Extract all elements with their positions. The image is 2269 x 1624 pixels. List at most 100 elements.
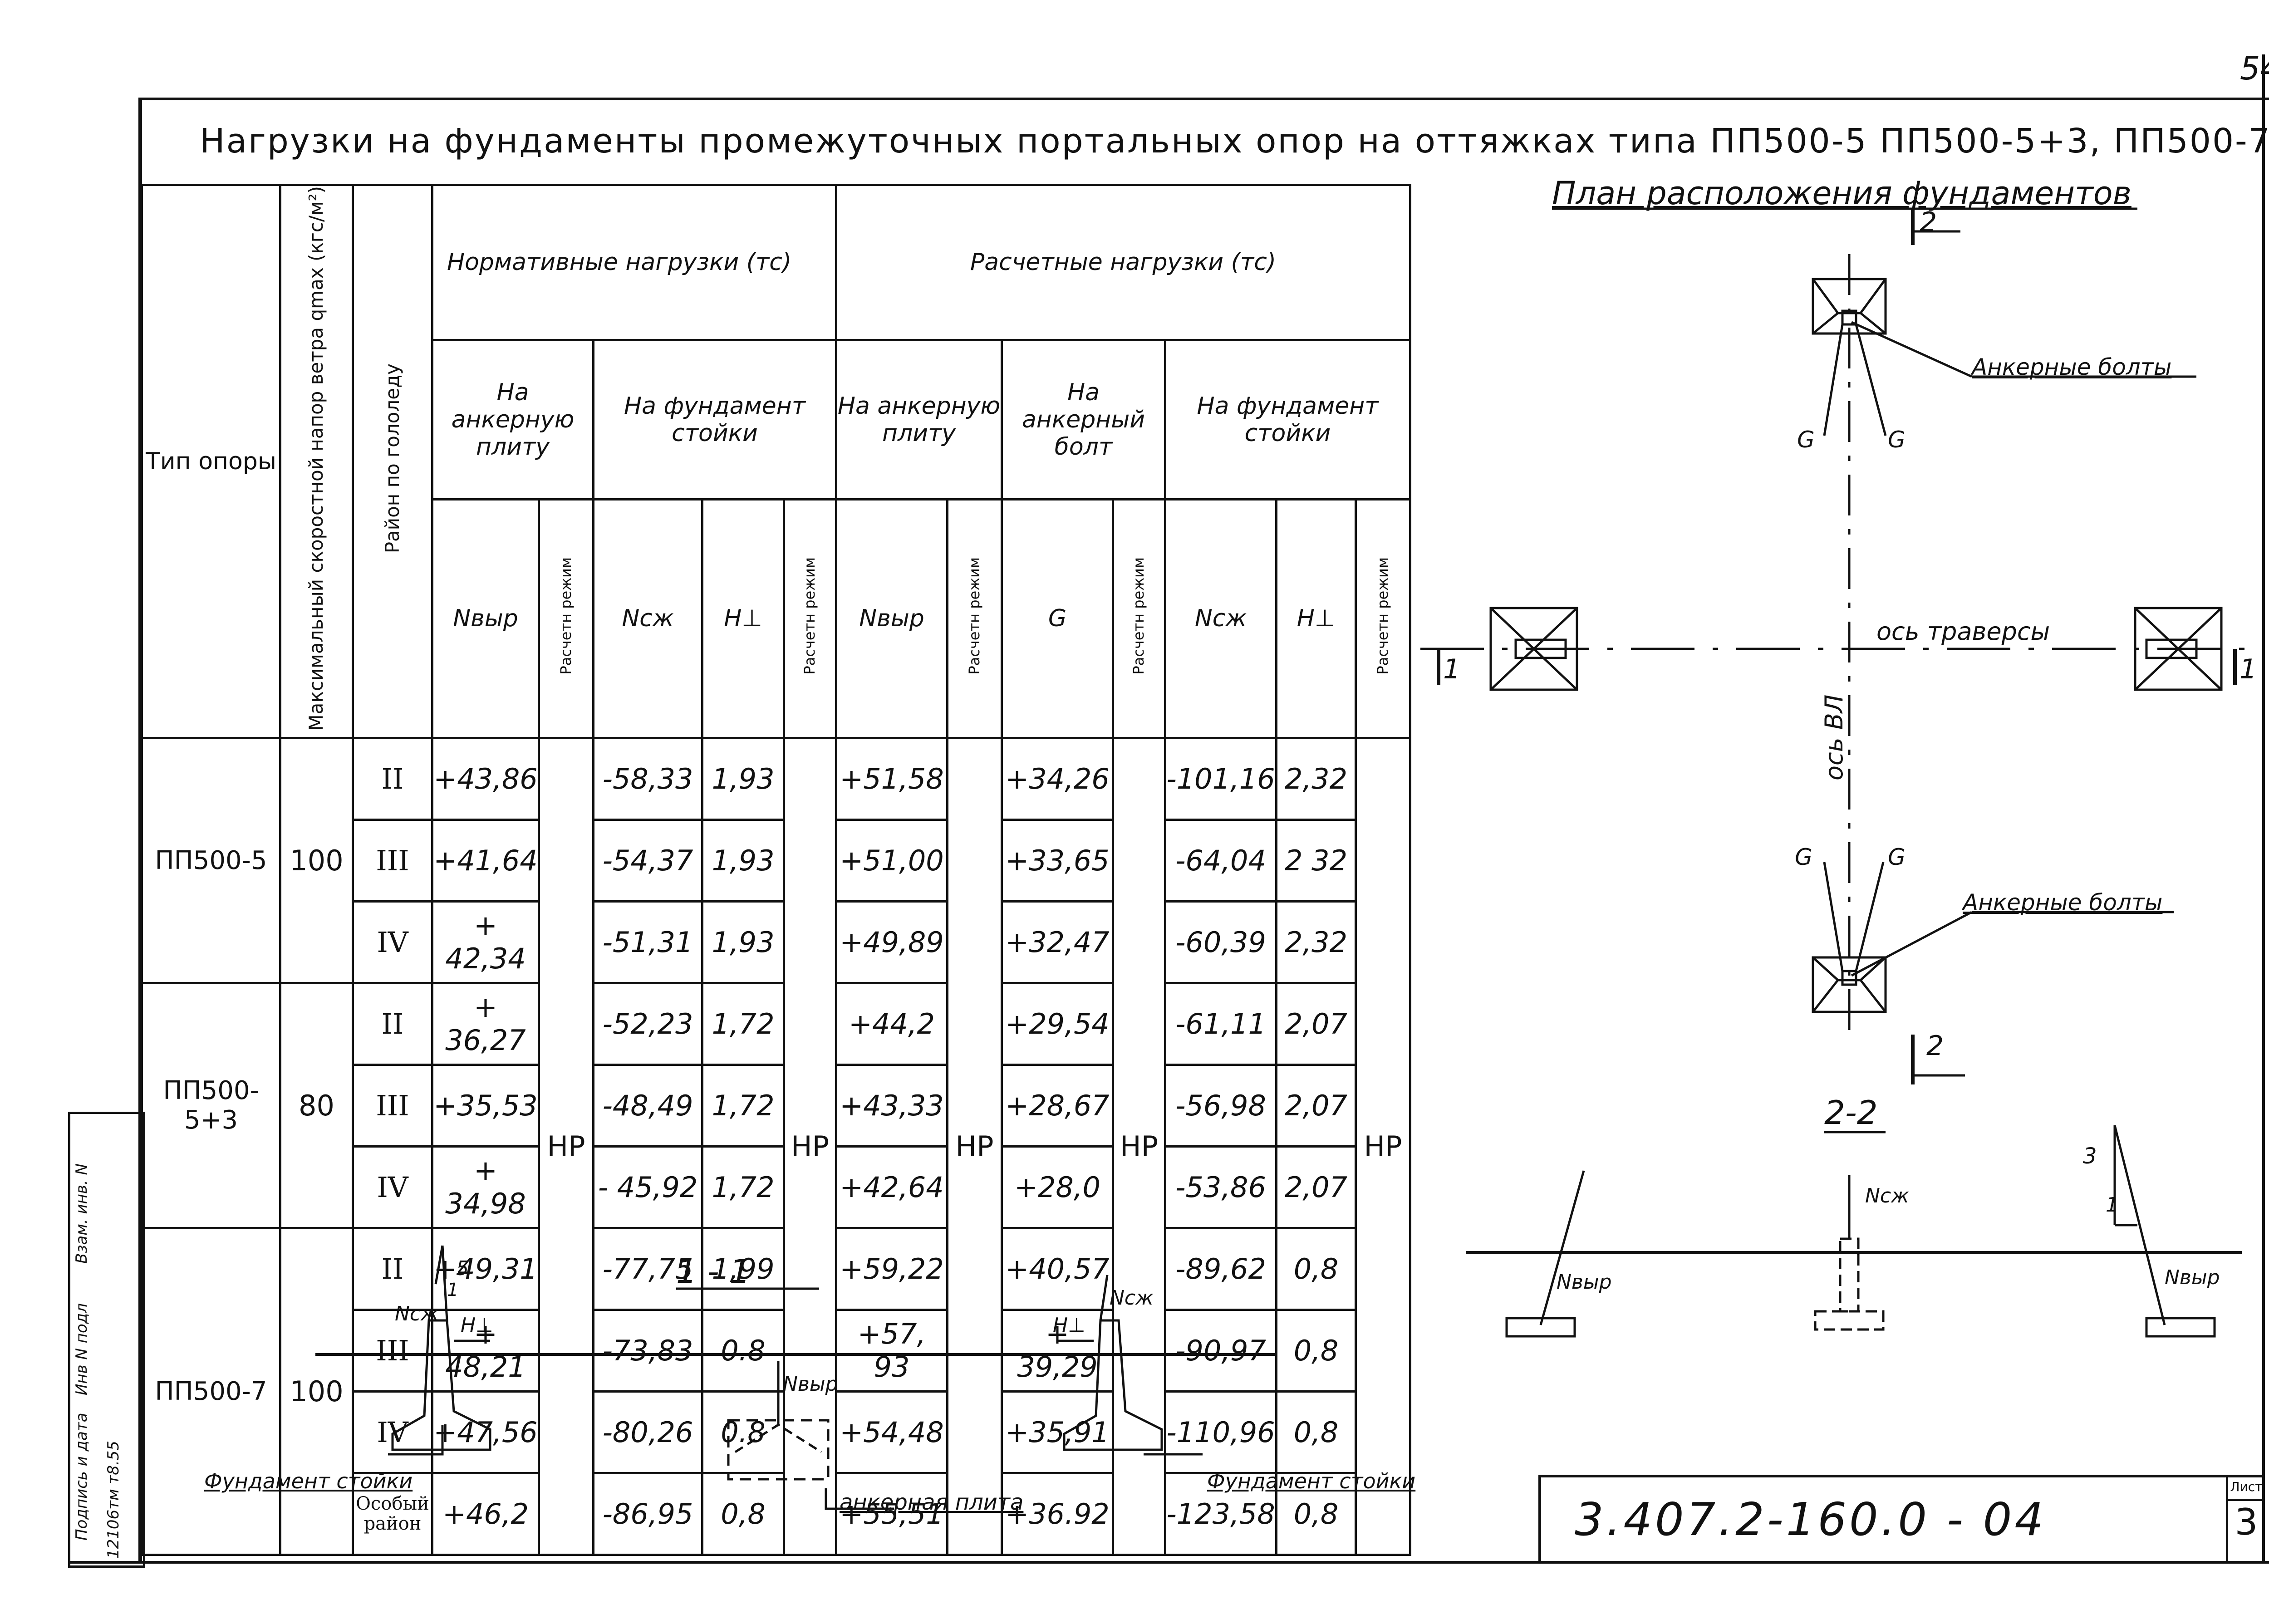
cell-norm-h: 1,93: [701, 900, 785, 984]
force-g-label: G: [1797, 427, 1815, 453]
cell-norm-h: 0,8: [701, 1472, 785, 1556]
section11-anchor-plate-label: анкерная плита: [840, 1490, 1024, 1515]
header-regime: Расчетн режим: [538, 498, 594, 739]
cell-calc-h: 0,8: [1275, 1472, 1357, 1556]
cell-calc-nvyr: +59,22: [835, 1227, 948, 1311]
cell-calc-g: +29,54: [1001, 981, 1114, 1066]
cell-ice-region: Особый район: [352, 1472, 433, 1556]
section22-nsj: Nсж: [1865, 1184, 1909, 1207]
cut-1-left-label: 1: [1443, 653, 1461, 685]
cell-regime: НР: [1112, 736, 1166, 1556]
cell-norm-nvyr: + 36,27: [431, 981, 540, 1066]
section22-slope-base: 1: [2106, 1193, 2118, 1217]
header-nvyr: Nвыр: [835, 498, 948, 739]
page-number: 54: [2240, 50, 2269, 87]
cell-norm-h: 1,93: [701, 736, 785, 821]
cell-type: ПП500-5+3: [141, 981, 281, 1229]
section22-nvyr-right: Nвыр: [2165, 1266, 2220, 1289]
header-norm-foundation: На фундамент стойки: [592, 339, 837, 501]
cell-norm-nsj: - 45,92: [592, 1145, 703, 1229]
cell-calc-h: 2,07: [1275, 1145, 1357, 1229]
cell-wind: 100: [279, 1227, 354, 1556]
cell-calc-nsj: -101,16: [1164, 736, 1277, 821]
cell-regime: НР: [538, 736, 594, 1556]
cell-norm-nvyr: +46,2: [431, 1472, 540, 1556]
section11-nsj-left: Nсж: [395, 1302, 439, 1325]
cell-calc-nvyr: +44,2: [835, 981, 948, 1066]
section11-slope: 5: [456, 1257, 469, 1280]
side-stamp: Инв N подл Подпись и дата Взам. инв. N 1…: [68, 1112, 145, 1568]
cell-norm-nsj: -54,37: [592, 818, 703, 903]
cell-calc-nsj: -123,58: [1164, 1472, 1277, 1556]
cell-norm-h: 0.8: [701, 1308, 785, 1393]
cell-norm-nvyr: +35,53: [431, 1063, 540, 1148]
cell-calc-nvyr: +57, 93: [835, 1308, 948, 1393]
section11-foundation-left: [391, 1319, 491, 1451]
section22-anchor-right: [2113, 1125, 2166, 1325]
header-ice-region: Район по гололеду: [352, 184, 433, 739]
section11-foundation-right: [1063, 1319, 1163, 1451]
drawing-title: Нагрузки на фундаменты промежуточных пор…: [200, 122, 2269, 161]
section11-slope-base: 1: [447, 1280, 459, 1300]
cell-calc-nsj: -110,96: [1164, 1390, 1277, 1474]
cell-norm-nsj: -58,33: [592, 736, 703, 821]
axis-vl-label: ось ВЛ: [1820, 694, 1848, 780]
cell-calc-nsj: -89,62: [1164, 1227, 1277, 1311]
cell-ice-region: IV: [352, 900, 433, 984]
cut-2-bottom-label: 2: [1926, 1030, 1944, 1062]
axis-traverse-label: ось траверсы: [1876, 617, 2050, 646]
cell-type: ПП500-5: [141, 736, 281, 984]
cell-norm-h: 1,99: [701, 1227, 785, 1311]
frame-top-border: [138, 98, 2269, 100]
plan-foundation-bottom: [1812, 956, 1887, 1013]
header-wind: Максимальный скоростной напор ветра qmax…: [279, 184, 354, 739]
anchor-bolts-label-bottom: Анкерные болты: [1963, 889, 2163, 916]
cell-ice-region: II: [352, 736, 433, 821]
section11-title: 1 - 1: [676, 1252, 751, 1290]
header-normative-loads: Нормативные нагрузки (тс): [431, 184, 837, 341]
cell-calc-h: 2,07: [1275, 1063, 1357, 1148]
cell-regime: НР: [946, 736, 1003, 1556]
cell-norm-nvyr: +41,64: [431, 818, 540, 903]
cell-norm-h: 1,72: [701, 1063, 785, 1148]
cell-calc-h: 2 32: [1275, 818, 1357, 903]
header-nvyr: Nвыр: [431, 498, 540, 739]
cell-ice-region: III: [352, 1063, 433, 1148]
cell-calc-g: +36.92: [1001, 1472, 1114, 1556]
cell-calc-g: +35,91: [1001, 1390, 1114, 1474]
cell-norm-nvyr: + 48,21: [431, 1308, 540, 1393]
header-calc-foundation: На фундамент стойки: [1164, 339, 1411, 501]
cell-calc-nvyr: +42,64: [835, 1145, 948, 1229]
cell-calc-h: 0,8: [1275, 1308, 1357, 1393]
anchor-bolts-label-top: Анкерные болты: [1972, 354, 2172, 380]
cell-calc-h: 0,8: [1275, 1390, 1357, 1474]
cell-norm-nvyr: +47,56: [431, 1390, 540, 1474]
plan-foundation-top: [1812, 278, 1887, 335]
cell-ice-region: IV: [352, 1390, 433, 1474]
cell-calc-g: +40,57: [1001, 1227, 1114, 1311]
cell-calc-h: 2,07: [1275, 981, 1357, 1066]
header-calc-anchor-plate: На анкерную плиту: [835, 339, 1003, 501]
section11-nvyr: Nвыр: [783, 1373, 838, 1396]
section22-foundation-center: [1839, 1237, 1860, 1313]
cell-norm-nsj: -77,75: [592, 1227, 703, 1311]
cell-ice-region: III: [352, 818, 433, 903]
cell-norm-nsj: -52,23: [592, 981, 703, 1066]
header-type: Тип опоры: [141, 184, 281, 739]
side-stamp-sign: Подпись и дата: [73, 1413, 91, 1541]
cell-calc-nvyr: +49,89: [835, 900, 948, 984]
section22-title: 2-2: [1824, 1094, 1878, 1132]
header-g: G: [1001, 498, 1114, 739]
force-g-label: G: [1795, 844, 1812, 870]
cell-regime: НР: [1355, 736, 1411, 1556]
sheet-label: Лист: [2228, 1475, 2264, 1501]
header-nsj: Nсж: [592, 498, 703, 739]
cell-norm-nsj: -80,26: [592, 1390, 703, 1474]
cell-norm-h: 1,72: [701, 981, 785, 1066]
cell-calc-nvyr: +54,48: [835, 1390, 948, 1474]
cell-norm-nsj: -73,83: [592, 1308, 703, 1393]
cell-calc-nsj: -64,04: [1164, 818, 1277, 903]
plan-foundation-left: [1489, 607, 1578, 691]
plan-foundation-top-hatch: [1812, 278, 1887, 314]
